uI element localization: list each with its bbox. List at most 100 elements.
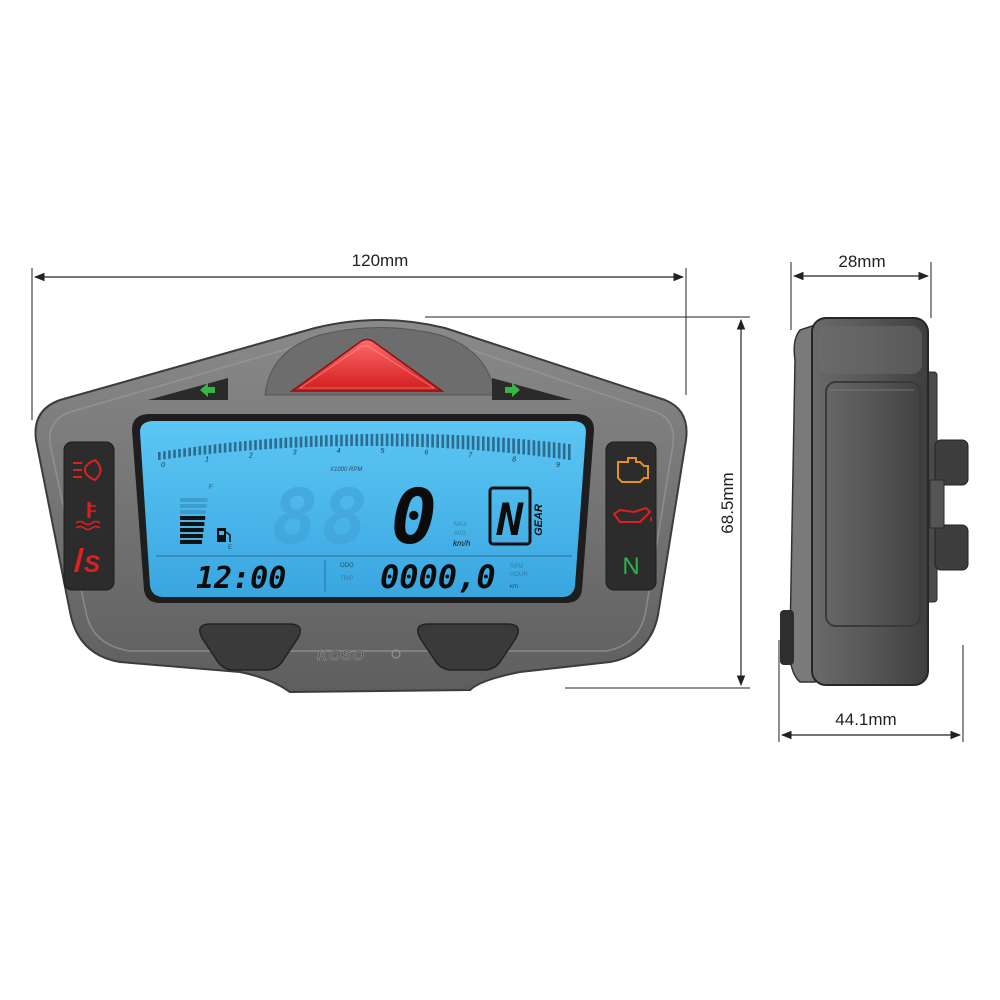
- rpm-bar-segment: [456, 435, 460, 449]
- rpm-bar-segment: [289, 437, 293, 448]
- rpm-bar-segment: [476, 436, 480, 451]
- rpm-bar-segment: [330, 435, 333, 447]
- width-dimension: 120mm: [31, 247, 687, 420]
- rpm-bar-segment: [466, 435, 470, 450]
- rpm-bar-segment: [527, 439, 531, 455]
- coolant-temp-icon: [75, 502, 101, 531]
- fuel-bar-segment: [180, 534, 203, 538]
- fuel-bar-segment: [180, 516, 206, 520]
- rpm-tick-label: 0: [161, 462, 165, 469]
- rpm-bar-segment: [502, 437, 505, 453]
- rpm-bar-segment: [294, 436, 298, 448]
- mount-width-label: 44.1mm: [835, 710, 896, 729]
- rpm-bar-segment: [188, 447, 191, 457]
- rpm-bar-segment: [375, 433, 379, 446]
- lcd-screen: [140, 421, 586, 597]
- rpm-bar-segment: [507, 438, 510, 453]
- right-button[interactable]: [417, 623, 519, 671]
- fuel-bar-segment: [180, 528, 204, 532]
- fuel-full-label: F: [209, 485, 213, 491]
- rpm-bar-segment: [482, 436, 485, 451]
- turn-left-arrow-icon: [200, 383, 215, 397]
- speed-ghost-digits: 88: [272, 472, 372, 561]
- fuel-pump-icon: [217, 528, 231, 542]
- speed-value: 0: [391, 472, 437, 561]
- rpm-bar-segment: [168, 450, 171, 459]
- rpm-bar-segment: [274, 438, 277, 449]
- rpm-bar-segment: [451, 434, 455, 449]
- neutral-indicator: N: [622, 553, 639, 580]
- rpm-bar-segment: [370, 433, 374, 446]
- avg-label: AVG: [454, 531, 467, 537]
- rpm-bar-segment: [340, 434, 343, 447]
- rpm-bar-segment: [411, 433, 414, 447]
- side-body: [811, 317, 929, 686]
- rpm-bar-segment: [284, 437, 288, 449]
- rpm-bar-segment: [279, 438, 283, 449]
- left-button[interactable]: [199, 623, 301, 671]
- height-label: 68.5mm: [718, 472, 737, 533]
- rpm-bar-segment: [314, 435, 318, 447]
- gear-value: N: [496, 495, 524, 546]
- rpm-bar-segment: [355, 434, 358, 447]
- rpm-bar-segment: [426, 434, 429, 448]
- rpm-bar-segment: [233, 442, 237, 452]
- rpm-bar-segment: [532, 440, 536, 456]
- rpm-bar-segment: [360, 434, 364, 447]
- rpm-bar-segment: [213, 444, 217, 454]
- rpm-bar-segment: [299, 436, 303, 448]
- rpm-bar-segment: [557, 442, 561, 459]
- odo-unit: km: [510, 584, 518, 590]
- rpm-bar-segment: [244, 441, 247, 451]
- fuel-bar-segment: [180, 498, 208, 502]
- rpm-bar-segment: [517, 438, 520, 454]
- rpm-bar-segment: [239, 441, 242, 452]
- rpm-bar-segment: [547, 441, 551, 458]
- rpm-bar-segment: [522, 439, 525, 455]
- rpm-bar-segment: [228, 442, 232, 452]
- rpm-unit-label: X1000 RPM: [329, 467, 362, 473]
- rpm-bar-segment: [173, 449, 176, 458]
- rpm-tick-label: 8: [512, 457, 516, 464]
- rpm-tick-label: 3: [293, 450, 297, 457]
- rpm-bar-segment: [385, 433, 389, 447]
- rpm-tick-label: 6: [424, 450, 428, 457]
- rpm-bargraph: [158, 433, 571, 460]
- rpm-bar-segment: [320, 435, 323, 447]
- rpm-bar-segment: [497, 437, 500, 452]
- rpm-bar-segment: [304, 436, 308, 448]
- rpm-bar-segment: [416, 433, 419, 447]
- rpm-bar-segment: [365, 434, 369, 446]
- fuel-bars: [180, 498, 208, 544]
- trip-label: TRIP: [340, 576, 354, 582]
- turn-right-arrow-icon: [505, 383, 520, 397]
- rpm-bar-segment: [178, 449, 181, 458]
- hour-label: HOUR: [510, 572, 528, 578]
- rpm-bar-segment: [254, 440, 257, 450]
- fuel-bar-segment: [180, 540, 202, 544]
- fuel-bar-segment: [180, 510, 206, 514]
- rpm-bar-segment: [436, 434, 439, 448]
- mount-width-dimension: 44.1mm: [778, 640, 964, 742]
- rpm-tick-label: 4: [337, 448, 341, 455]
- headlight-icon: [73, 458, 102, 482]
- depth-label: 28mm: [838, 252, 885, 271]
- depth-dimension: 28mm: [790, 252, 932, 330]
- check-engine-icon: [617, 457, 649, 483]
- rpm-tick-label: 5: [380, 448, 384, 455]
- rpm-bar-segment: [203, 445, 207, 455]
- rpm-bar-segment: [568, 444, 571, 460]
- oil-pressure-icon: [612, 506, 652, 523]
- rpm-bar-segment: [158, 452, 161, 460]
- height-dimension: 68.5mm: [425, 316, 750, 689]
- rpm-bar-segment: [421, 434, 424, 448]
- rpm-hour-label: RPM: [510, 564, 523, 570]
- rpm-bar-segment: [461, 435, 465, 450]
- rpm-bar-segment: [309, 436, 313, 447]
- rpm-bar-segment: [552, 442, 556, 458]
- rpm-bar-segment: [345, 434, 348, 447]
- clock-display: 12:00: [196, 561, 286, 596]
